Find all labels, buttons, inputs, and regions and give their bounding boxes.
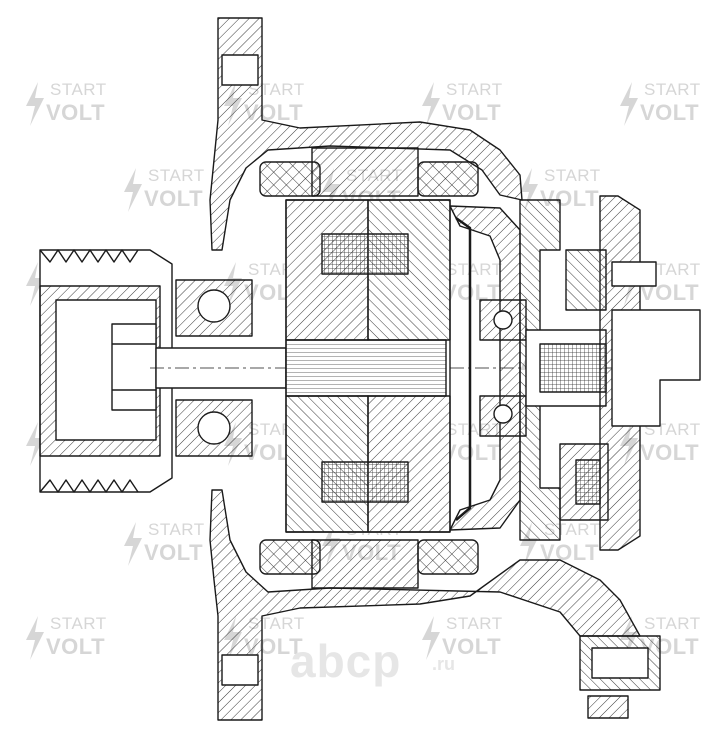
front-housing <box>209 17 661 721</box>
rotor-claw-poles <box>285 199 451 533</box>
watermark-line1: START <box>544 166 601 185</box>
watermark: START VOLT <box>518 166 613 216</box>
watermark-line2: VOLT <box>640 440 700 465</box>
stator-winding <box>259 147 479 589</box>
lightning-bolt-icon <box>520 522 538 566</box>
watermark-line2: VOLT <box>640 100 700 125</box>
watermark-line2: VOLT <box>46 634 106 659</box>
drive-pulley <box>39 249 173 493</box>
lightning-bolt-icon <box>124 168 142 212</box>
lightning-bolt-icon <box>620 82 638 126</box>
watermark-line1: START <box>148 520 205 539</box>
watermark-line2: VOLT <box>46 100 106 125</box>
lightning-bolt-icon <box>422 616 440 660</box>
lightning-bolt-icon <box>422 82 440 126</box>
watermark: START VOLT <box>24 614 119 664</box>
lightning-bolt-icon <box>26 262 44 306</box>
watermark-line2: VOLT <box>442 634 502 659</box>
brand-suffix: .ru <box>432 654 456 674</box>
slip-rings <box>525 329 607 407</box>
pulley-nut <box>111 323 157 411</box>
front-bearing <box>175 279 253 457</box>
brand-watermark: abcp .ru <box>290 635 490 690</box>
watermark-line2: VOLT <box>442 100 502 125</box>
watermark: START VOLT <box>24 80 119 130</box>
lightning-bolt-icon <box>26 82 44 126</box>
lightning-bolt-icon <box>124 522 142 566</box>
watermark-line1: START <box>644 80 701 99</box>
watermark-line2: VOLT <box>144 540 204 565</box>
watermark-line1: START <box>148 166 205 185</box>
lightning-bolt-icon <box>520 168 538 212</box>
watermark-line1: START <box>446 80 503 99</box>
watermark-line1: START <box>644 614 701 633</box>
watermark-line1: START <box>50 80 107 99</box>
voltage-regulator <box>559 443 609 521</box>
watermark: START VOLT <box>420 614 515 664</box>
lightning-bolt-icon <box>26 422 44 466</box>
watermark: START VOLT <box>420 80 515 130</box>
watermark-line2: VOLT <box>442 440 502 465</box>
lightning-bolt-icon <box>26 616 44 660</box>
watermark-line1: START <box>644 260 701 279</box>
rear-bearing <box>479 299 527 437</box>
rear-cover <box>565 195 701 551</box>
watermark: START VOLT <box>122 166 217 216</box>
watermark-line1: START <box>50 614 107 633</box>
watermark: START VOLT <box>122 520 217 570</box>
watermark: START VOLT <box>618 80 713 130</box>
watermark-line1: START <box>446 614 503 633</box>
watermark-line2: VOLT <box>144 186 204 211</box>
watermark-line1: START <box>446 260 503 279</box>
brand-name: abcp <box>290 635 402 687</box>
